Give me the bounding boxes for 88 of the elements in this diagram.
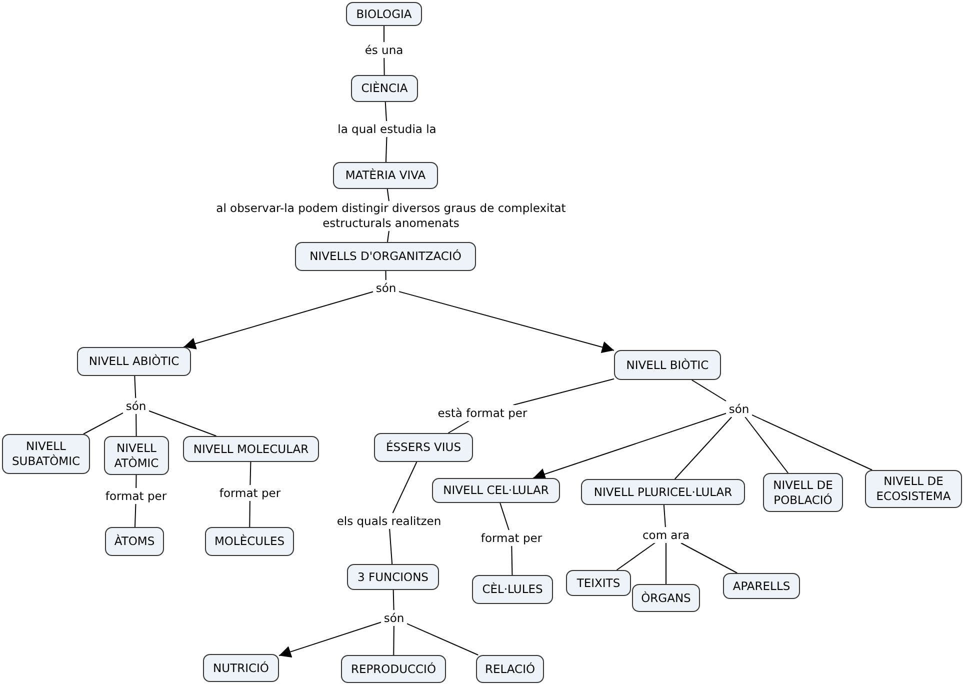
concept-box [432, 478, 560, 503]
concept-label: CIÈNCIA [361, 81, 408, 96]
connector [744, 416, 789, 474]
concept-label: NIVELL BIÒTIC [626, 358, 709, 372]
concept-label: NIVELL CEL·LULAR [443, 483, 549, 498]
linking-phrase: són [123, 398, 149, 414]
concept-label: NIVELLS D'ORGANITZACIÓ [310, 249, 462, 264]
concept-box [205, 527, 294, 556]
connector [389, 528, 393, 564]
concept-box [472, 575, 553, 604]
connector [406, 623, 479, 656]
concept-box [723, 573, 800, 599]
linking-phrase: format per [478, 530, 545, 546]
concept-box [295, 242, 476, 271]
concept-box [183, 436, 319, 462]
concept-box [333, 162, 438, 189]
concept-label: NIVELL DE POBLACIÓ [772, 478, 834, 508]
connector [663, 504, 666, 528]
concept-box [203, 654, 279, 682]
concept-box [105, 527, 164, 556]
concept-label: MOLÈCULES [214, 534, 285, 549]
concept-label: ÀTOMS [114, 534, 155, 549]
linking-phrase: són [726, 401, 752, 417]
concept-box [104, 436, 169, 475]
connector [250, 462, 252, 486]
concept-box [566, 570, 631, 596]
concept-box [374, 433, 473, 462]
concept-label: TEIXITS [576, 576, 620, 590]
connector [384, 102, 387, 122]
connector [278, 622, 382, 658]
connector [148, 410, 217, 436]
concept-label: ÒRGANS [641, 590, 691, 606]
connector [384, 58, 385, 76]
concept-box [77, 347, 191, 376]
linking-phrase: format per [103, 488, 169, 504]
connector [136, 474, 137, 488]
linking-phrase: són [381, 610, 407, 626]
connector [385, 136, 388, 162]
concept-box [346, 2, 422, 26]
connector [674, 416, 732, 480]
connector [83, 412, 124, 434]
concept-label: NIVELL ATÒMIC [113, 440, 160, 470]
connector [532, 412, 726, 480]
connector [385, 270, 386, 280]
concept-box [347, 564, 439, 590]
connector [448, 420, 470, 434]
concept-box [341, 655, 446, 683]
connector [393, 626, 394, 656]
connector [386, 188, 390, 202]
connector [136, 414, 137, 436]
concept-label: NIVELL DE ECOSISTEMA [875, 474, 952, 504]
connector [511, 546, 513, 576]
concept-label: RELACIÓ [484, 662, 536, 676]
concept-box [476, 655, 544, 683]
concept-label: ÉSSERS VIUS [386, 440, 462, 455]
connector [134, 376, 136, 398]
connector [616, 542, 656, 570]
connector [134, 504, 136, 528]
concept-label: NUTRICIÓ [213, 660, 269, 676]
connector [680, 542, 738, 574]
connector [183, 291, 374, 350]
concept-label: NIVELL MOLECULAR [193, 442, 309, 456]
concept-label: NIVELL ABIÒTIC [88, 354, 180, 369]
concept-label: 3 FUNCIONS [358, 570, 428, 584]
concept-label: APARELLS [732, 578, 790, 594]
concept-box [351, 75, 418, 102]
connector [752, 414, 873, 470]
concept-label: BIOLOGIA [356, 6, 412, 22]
concept-label: NIVELL PLURICEL·LULAR [594, 484, 732, 500]
concept-label: NIVELL SUBATÒMIC [10, 439, 81, 469]
connector [500, 502, 510, 530]
concept-label: MATÈRIA VIVA [345, 168, 426, 183]
concept-box [763, 473, 843, 512]
connector [398, 291, 614, 353]
concept-label: CÈL·LULES [482, 582, 543, 597]
concept-box [632, 584, 700, 612]
concept-box [2, 434, 90, 474]
connector [249, 500, 250, 528]
concept-box [581, 479, 745, 505]
concept-box [614, 350, 721, 380]
connector [392, 590, 394, 610]
connector [512, 378, 614, 406]
connector [392, 462, 418, 514]
connector [691, 380, 726, 402]
linking-phrase: format per [217, 485, 283, 501]
concept-box [865, 470, 962, 508]
connector [386, 230, 390, 242]
concept-label: REPRODUCCIÓ [350, 662, 436, 676]
